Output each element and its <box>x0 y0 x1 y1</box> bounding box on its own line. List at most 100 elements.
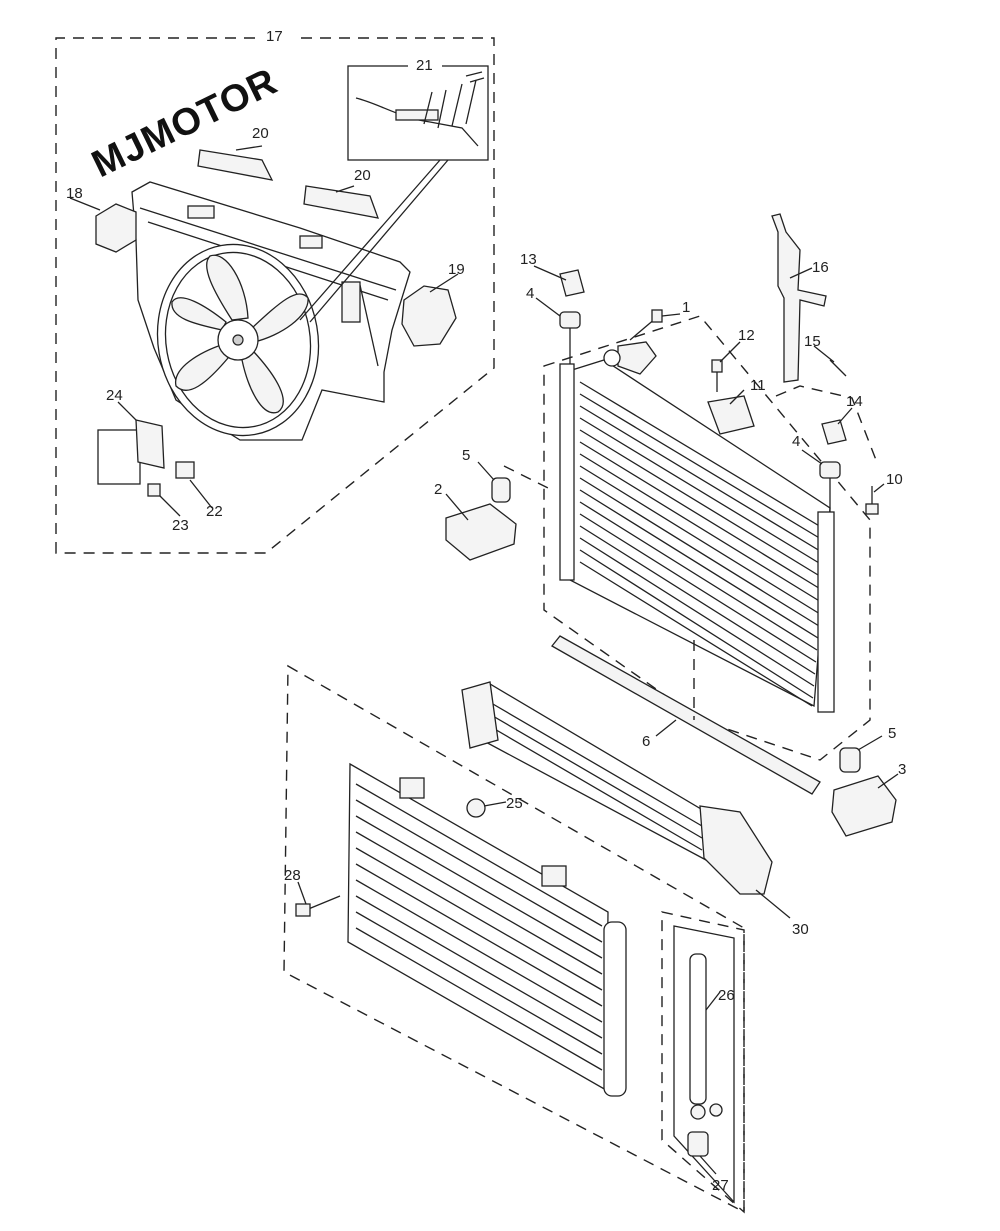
radiator-tank-left <box>559 363 575 581</box>
callout-13: 13 <box>520 251 537 268</box>
filter-plug-27 <box>687 1131 709 1157</box>
fan-hub-center <box>232 334 244 346</box>
radiator-fins <box>579 381 827 707</box>
fuse <box>147 483 161 497</box>
callout-5b: 5 <box>888 725 896 742</box>
leader-4a <box>535 297 561 317</box>
leader-25 <box>483 801 507 807</box>
o-ring <box>603 349 621 367</box>
harness-connector <box>395 109 439 121</box>
callout-19: 19 <box>448 261 465 278</box>
foam-block-left <box>95 203 137 253</box>
filter-o-ring <box>690 1104 706 1120</box>
callout-21: 21 <box>416 57 433 74</box>
callout-16: 16 <box>812 259 829 276</box>
grommet-5-left-dash <box>503 465 553 491</box>
leader-5b <box>857 735 883 751</box>
callout-labels: 17 21 20 20 18 19 24 22 23 13 4 1 12 16 … <box>66 26 906 1194</box>
fan-control-module <box>97 429 141 485</box>
leader-4b <box>801 449 823 465</box>
callout-22: 22 <box>206 503 223 520</box>
fan-assembly-group: MJMOTOR <box>55 37 495 554</box>
radiator-boundary <box>543 315 871 761</box>
leader-15 <box>813 345 835 363</box>
grommet-4-left <box>559 311 581 329</box>
callout-17: 17 <box>266 28 283 45</box>
bolt-28-head <box>295 903 311 917</box>
condenser-fin-lines <box>355 783 603 1071</box>
relay <box>175 461 195 479</box>
leader-22 <box>189 479 213 509</box>
filter-cartridge-26 <box>689 953 707 1105</box>
callout-5a: 5 <box>462 447 470 464</box>
radiator-bolt-head <box>651 309 663 323</box>
foam-block-right <box>401 285 457 347</box>
screw-10-head <box>865 503 879 515</box>
callout-27: 27 <box>712 1177 729 1194</box>
callout-25: 25 <box>506 795 523 812</box>
condenser-group <box>283 664 745 1214</box>
condenser-top-clip-b <box>541 865 567 887</box>
leader-2 <box>445 493 469 521</box>
mount-cap-14 <box>821 419 847 445</box>
filter-inner-box <box>673 925 735 1204</box>
grommet-4-right <box>819 461 841 479</box>
leader-26 <box>705 991 721 1011</box>
label-21-backdrop <box>408 56 442 74</box>
fan-blade-5 <box>171 297 227 331</box>
leader-5a <box>477 461 495 481</box>
leader-12 <box>719 341 741 363</box>
callout-15: 15 <box>804 333 821 350</box>
screw-15 <box>829 359 847 377</box>
grommet-5-right <box>839 747 861 773</box>
callout-24: 24 <box>106 387 123 404</box>
inset-leader <box>299 159 449 323</box>
cooling-fan <box>156 243 320 437</box>
leader-24 <box>117 401 137 421</box>
callout-12: 12 <box>738 327 755 344</box>
filter-washer <box>709 1103 723 1117</box>
leader-11 <box>729 389 745 405</box>
callout-3: 3 <box>898 761 906 778</box>
lower-bracket-3 <box>831 775 897 837</box>
callout-14: 14 <box>846 393 863 410</box>
callout-11: 11 <box>750 377 766 394</box>
fan-blade-4 <box>175 343 229 391</box>
callout-2: 2 <box>434 481 442 498</box>
leader-23 <box>159 495 181 517</box>
upper-bracket-16 <box>771 213 827 383</box>
leader-20a <box>235 145 263 151</box>
radiator-tank-right <box>817 511 835 713</box>
callout-leaders <box>69 145 899 1175</box>
leader-20b <box>335 185 355 193</box>
leader-1 <box>661 313 681 317</box>
callout-20b: 20 <box>354 167 371 184</box>
leader-10 <box>873 483 885 493</box>
intercooler-left-tank <box>461 681 499 749</box>
callout-18: 18 <box>66 185 83 202</box>
fan-ring-inner <box>164 251 312 429</box>
intercooler-end-tank <box>699 805 773 895</box>
callout-26: 26 <box>718 987 735 1004</box>
leader-6 <box>655 719 677 737</box>
leader-3 <box>877 773 899 789</box>
harness-wires <box>423 79 477 129</box>
filter-group <box>661 911 745 1214</box>
leader-18 <box>69 197 101 211</box>
fan-blade-2 <box>251 293 309 343</box>
leader-14 <box>837 407 853 425</box>
bracket-11 <box>707 395 755 435</box>
seal-strip-6 <box>551 635 821 795</box>
leader-16 <box>789 267 813 279</box>
grommet-25 <box>466 798 486 818</box>
callout-30: 30 <box>792 921 809 938</box>
shroud-tab-b <box>299 235 323 249</box>
filter-boundary <box>661 911 745 1214</box>
callout-23: 23 <box>172 517 189 534</box>
callout-4b: 4 <box>792 433 800 450</box>
shroud-tab-a <box>187 205 215 219</box>
callout-10: 10 <box>886 471 903 488</box>
callout-6: 6 <box>642 733 650 750</box>
